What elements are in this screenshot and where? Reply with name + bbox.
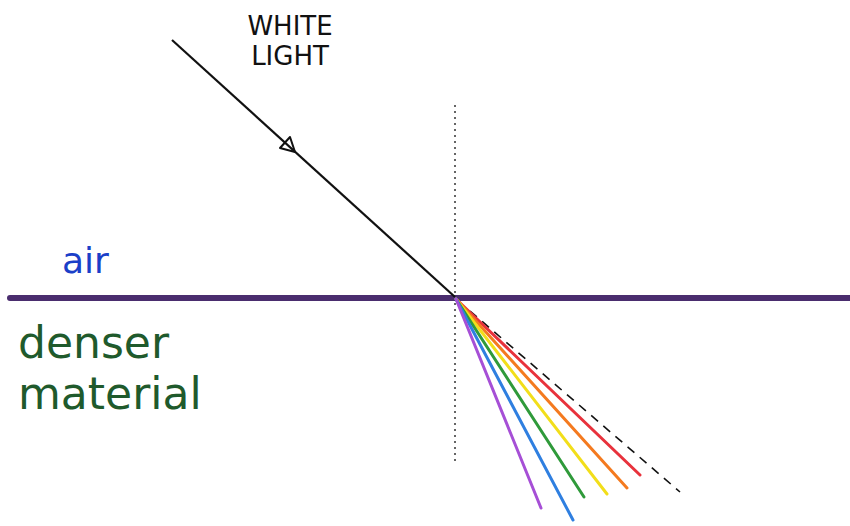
yellow-ray [456, 299, 607, 494]
surface-line [10, 295, 850, 301]
normal-line [454, 105, 456, 462]
light-label: WHITE LIGHT [215, 12, 365, 72]
green-ray [456, 299, 584, 497]
dispersed-rays [456, 299, 640, 520]
medium-label: denser material [18, 318, 318, 419]
red-ray [456, 299, 640, 475]
violet-ray [456, 299, 541, 508]
blue-ray [456, 299, 573, 520]
medium-label: air [62, 240, 182, 281]
incident-ray [172, 40, 455, 297]
undeviated-path [470, 311, 680, 492]
ray-arrowhead [280, 137, 295, 152]
